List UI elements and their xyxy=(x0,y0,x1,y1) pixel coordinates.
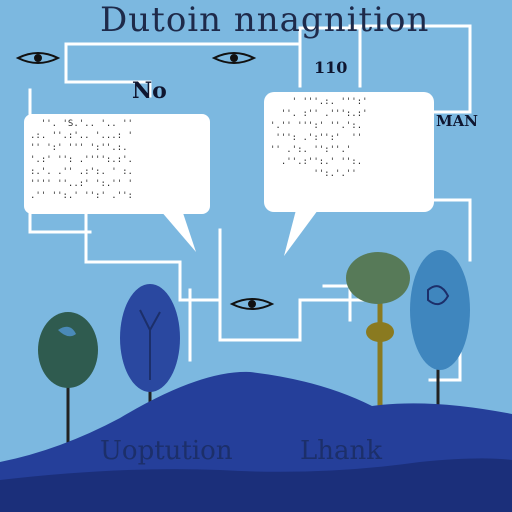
label-top: 110 xyxy=(314,58,348,77)
caption-left: Uoptution xyxy=(100,436,233,466)
bubble-line: '':.'.'' xyxy=(270,169,357,179)
bubble-line: '' .':. '':''.' xyxy=(270,145,352,155)
bubble-left-text: ''. 'S.'.. '.. '' .:. ''.:'.. '...: ' '' '… xyxy=(30,118,206,212)
bubble-line: .'' '':.' '':' .'': xyxy=(30,191,133,201)
bubble-right-text: ' '''.:. ''':' ''. :'' .''':.:' '.'' ''':… xyxy=(270,96,428,208)
eye-center-icon xyxy=(229,298,275,310)
bubble-line: '.:' '': .'''':.:'. xyxy=(30,155,133,165)
eye-right-icon xyxy=(211,52,257,64)
label-left: No xyxy=(132,78,167,104)
bubble-line: ''. :'' .''':.:' xyxy=(270,109,368,119)
bubble-line: ' '''.:. ''':' xyxy=(270,97,368,107)
speech-bubble-left xyxy=(24,114,210,252)
tree-blue xyxy=(410,250,470,408)
speech-bubble-right xyxy=(264,92,434,256)
bubble-line: '' ':' ''' ':''.:. xyxy=(30,143,128,153)
bubble-line: ''. 'S.'.. '.. '' xyxy=(30,119,133,129)
eye-left-icon xyxy=(15,52,61,64)
bubble-line: :.'. .'' .:':. ' :. xyxy=(30,167,133,177)
caption-right: Lhank xyxy=(300,436,383,466)
tree-green xyxy=(38,312,98,452)
eye-marks xyxy=(15,52,275,310)
bubble-line: ''': .':'':' '' xyxy=(270,133,363,143)
bubble-line: .:. ''.:'.. '...: ' xyxy=(30,131,133,141)
tree-olive xyxy=(346,252,410,420)
bubble-line: .''.:'':.' '':. xyxy=(270,157,363,167)
hill-shadow xyxy=(0,458,512,512)
page-title: Dutoin nnagnition xyxy=(100,0,430,40)
label-right: MAN xyxy=(436,112,478,130)
bubble-line: '''' ''..:' ':.'' ' xyxy=(30,179,133,189)
bubble-line: '.'' ''':' ''.':. xyxy=(270,121,363,131)
